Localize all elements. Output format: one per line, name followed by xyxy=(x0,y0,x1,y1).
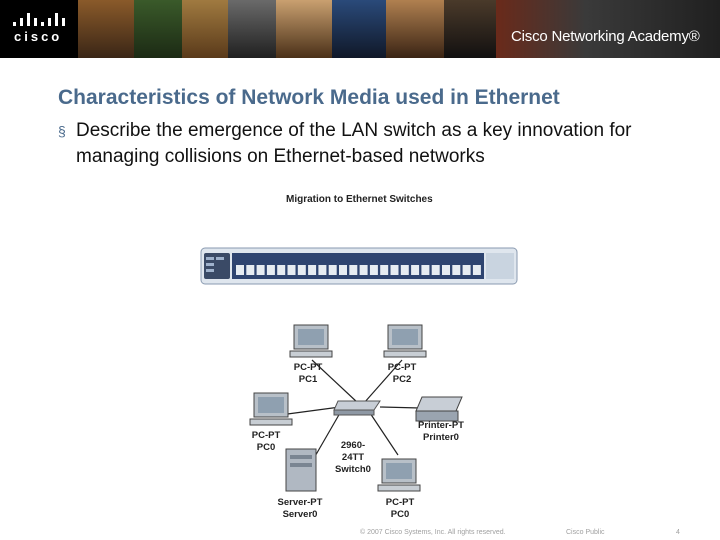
switch-port xyxy=(277,265,286,275)
switch-port xyxy=(431,265,440,275)
header-banner: cisco Cisco Networking Academy® xyxy=(0,0,720,58)
switch-port xyxy=(256,265,265,275)
cisco-wordmark: cisco xyxy=(14,29,63,44)
slide-title: Characteristics of Network Media used in… xyxy=(58,86,560,109)
switch-icon xyxy=(333,400,381,416)
switch-port xyxy=(349,265,358,275)
switch-port xyxy=(452,265,461,275)
banner-photo-4 xyxy=(228,0,276,58)
figure-title: Migration to Ethernet Switches xyxy=(286,194,433,205)
switch-port xyxy=(400,265,409,275)
pc-icon xyxy=(383,324,427,358)
bullet-text: Describe the emergence of the LAN switch… xyxy=(76,120,632,167)
switch-port xyxy=(369,265,378,275)
switch-port xyxy=(411,265,420,275)
academy-logo-text: Cisco Networking Academy® xyxy=(511,28,700,45)
switch-port xyxy=(266,265,275,275)
switch-port xyxy=(287,265,296,275)
switch-port xyxy=(318,265,327,275)
pc-icon xyxy=(377,458,421,492)
switch-port xyxy=(390,265,399,275)
footer-classification: Cisco Public xyxy=(566,529,605,536)
switch-port xyxy=(359,265,368,275)
banner-photo-2 xyxy=(134,0,182,58)
cisco-bridge-icon xyxy=(13,12,67,26)
switch-port xyxy=(328,265,337,275)
banner-photo-9 xyxy=(496,0,720,58)
switch-port xyxy=(462,265,471,275)
switch-port xyxy=(297,265,306,275)
bullet-marker: § xyxy=(58,123,66,139)
banner-photo-6 xyxy=(332,0,386,58)
switch-hardware-image xyxy=(200,247,518,285)
pc-icon xyxy=(289,324,333,358)
banner-photo-1 xyxy=(78,0,134,58)
banner-photo-7 xyxy=(386,0,444,58)
pc-icon xyxy=(249,392,293,426)
cisco-logo: cisco xyxy=(0,0,78,58)
banner-photo-5 xyxy=(276,0,332,58)
switch-port xyxy=(472,265,481,275)
printer-icon xyxy=(415,396,463,422)
server-icon xyxy=(285,448,317,492)
banner-photo-8 xyxy=(444,0,496,58)
banner-photo-3 xyxy=(182,0,228,58)
switch-port xyxy=(380,265,389,275)
switch-port xyxy=(236,265,244,275)
bullet-point: § Describe the emergence of the LAN swit… xyxy=(58,118,698,170)
network-topology-diagram xyxy=(249,324,463,492)
switch-port xyxy=(442,265,450,275)
footer-page-number: 4 xyxy=(676,529,680,536)
switch-port xyxy=(246,265,255,275)
footer-copyright: © 2007 Cisco Systems, Inc. All rights re… xyxy=(360,529,506,536)
switch-port xyxy=(308,265,317,275)
switch-port xyxy=(421,265,430,275)
switch-port xyxy=(339,265,347,275)
